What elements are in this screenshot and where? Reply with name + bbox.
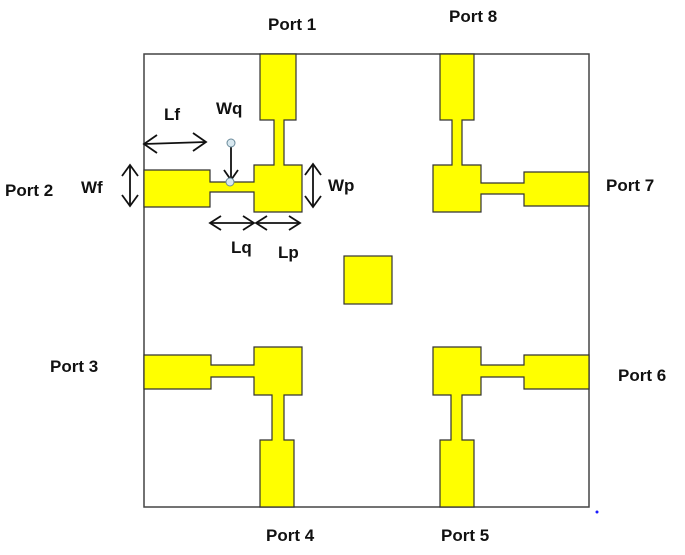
lf-arrow bbox=[142, 132, 208, 154]
lp-arrow bbox=[254, 215, 302, 231]
wp-label: Wp bbox=[328, 176, 354, 195]
lq-arrow bbox=[208, 215, 256, 231]
port-5-label: Port 5 bbox=[441, 526, 489, 545]
center-patch bbox=[343, 255, 393, 305]
port-3-label: Port 3 bbox=[50, 357, 98, 376]
coupler-top-left bbox=[143, 53, 303, 213]
port-2-label: Port 2 bbox=[5, 181, 53, 200]
port-1-label: Port 1 bbox=[268, 15, 316, 34]
coupler-bottom-right bbox=[432, 346, 590, 508]
stray-dot bbox=[595, 510, 599, 514]
port-6-label: Port 6 bbox=[618, 366, 666, 385]
wf-label: Wf bbox=[81, 178, 103, 197]
wf-arrow bbox=[121, 163, 139, 208]
lf-label: Lf bbox=[164, 105, 180, 124]
wp-arrow bbox=[304, 162, 322, 209]
coupler-top-right bbox=[432, 53, 590, 213]
lp-label: Lp bbox=[278, 243, 299, 262]
port-7-label: Port 7 bbox=[606, 176, 654, 195]
coupler-bottom-left bbox=[143, 346, 303, 508]
lq-label: Lq bbox=[231, 238, 252, 257]
port-8-label: Port 8 bbox=[449, 7, 497, 26]
port-4-label: Port 4 bbox=[266, 526, 315, 545]
wq-label: Wq bbox=[216, 99, 242, 118]
wq-marker bbox=[223, 138, 239, 187]
